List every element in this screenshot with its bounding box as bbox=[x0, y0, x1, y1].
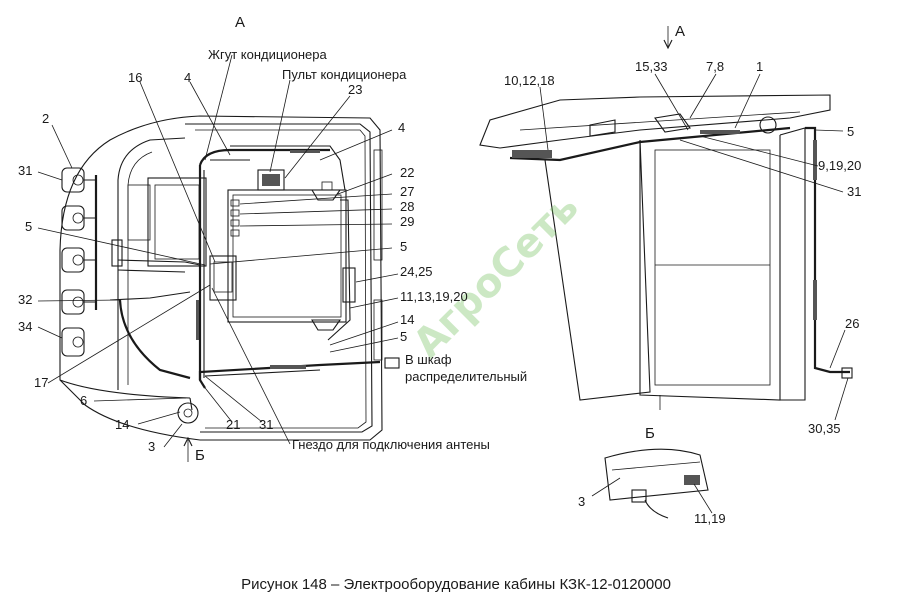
label-14a: 14 bbox=[400, 312, 414, 327]
label-15-33: 15,33 bbox=[635, 59, 668, 74]
label-shkaf-1: В шкаф bbox=[405, 352, 452, 367]
detail-label-11-19: 11,19 bbox=[694, 511, 726, 526]
label-zhgut: Жгут кондиционера bbox=[208, 47, 327, 62]
label-11-13-19-20: 11,13,19,20 bbox=[400, 289, 468, 304]
label-17: 17 bbox=[34, 375, 48, 390]
label-shkaf-2: распределительный bbox=[405, 369, 527, 384]
label-10-12-18: 10,12,18 bbox=[504, 73, 555, 88]
view-label-a-right: А bbox=[675, 23, 685, 40]
label-gnezdo: Гнездо для подключения антены bbox=[292, 437, 490, 452]
label-2: 2 bbox=[42, 111, 49, 126]
view-label-a-left: А bbox=[235, 14, 245, 31]
right-view bbox=[479, 26, 853, 421]
label-31: 31 bbox=[847, 184, 861, 199]
label-21: 21 bbox=[226, 417, 240, 432]
label-6: 6 bbox=[80, 393, 87, 408]
figure-caption: Рисунок 148 – Электрооборудование кабины… bbox=[241, 576, 671, 593]
label-1: 1 bbox=[756, 59, 763, 74]
label-9-19-20: 9,19,20 bbox=[818, 158, 861, 173]
label-34: 34 bbox=[18, 319, 32, 334]
label-5a: 5 bbox=[25, 219, 32, 234]
label-24-25: 24,25 bbox=[400, 264, 433, 279]
label-14b: 14 bbox=[115, 417, 129, 432]
detail-b bbox=[591, 448, 713, 519]
left-lamps bbox=[61, 167, 123, 357]
label-32: 32 bbox=[18, 292, 32, 307]
label-26: 26 bbox=[845, 316, 859, 331]
label-4b: 4 bbox=[398, 120, 405, 135]
label-29: 29 bbox=[400, 214, 414, 229]
detail-label-3: 3 bbox=[578, 494, 585, 509]
view-label-b-detail: Б bbox=[645, 425, 655, 442]
label-5c: 5 bbox=[400, 329, 407, 344]
label-22: 22 bbox=[400, 165, 414, 180]
left-view bbox=[37, 54, 400, 462]
label-5: 5 bbox=[847, 124, 854, 139]
label-5b: 5 bbox=[400, 239, 407, 254]
label-27: 27 bbox=[400, 184, 414, 199]
label-28: 28 bbox=[400, 199, 414, 214]
label-pult: Пульт кондиционера bbox=[282, 67, 407, 82]
label-16: 16 bbox=[128, 70, 142, 85]
label-3: 3 bbox=[148, 439, 155, 454]
label-23: 23 bbox=[348, 82, 362, 97]
label-30-35: 30,35 bbox=[808, 421, 841, 436]
label-7-8: 7,8 bbox=[706, 59, 724, 74]
label-4a: 4 bbox=[184, 70, 191, 85]
label-31a: 31 bbox=[18, 163, 32, 178]
label-31b: 31 bbox=[259, 417, 273, 432]
view-label-b-bottom: Б bbox=[195, 447, 205, 464]
